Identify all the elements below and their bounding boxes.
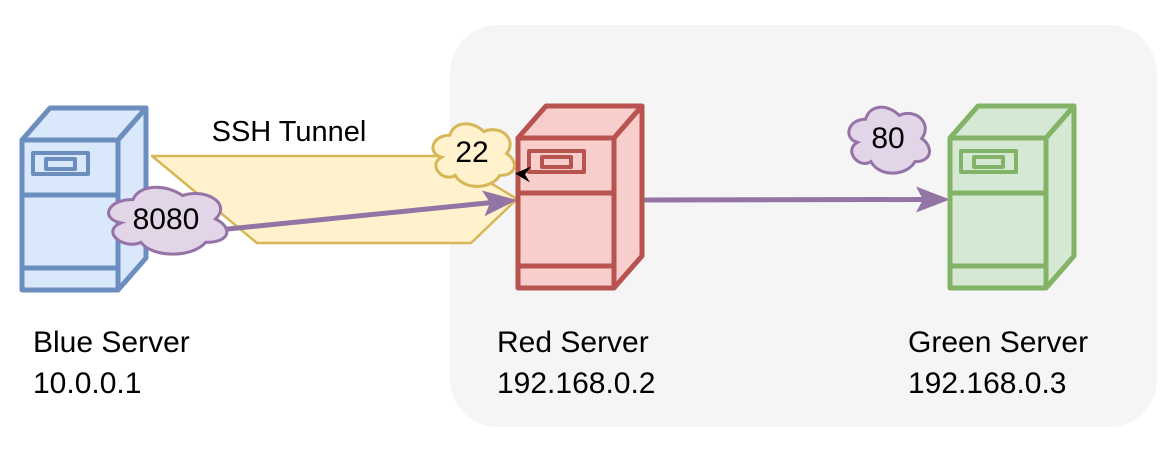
port-22-label: 22 bbox=[455, 136, 489, 169]
blue-server-name: Blue Server bbox=[33, 326, 190, 359]
green-server-ip: 192.168.0.3 bbox=[908, 367, 1067, 400]
red-server-ip: 192.168.0.2 bbox=[497, 367, 656, 400]
green-server-side-face bbox=[1043, 103, 1077, 291]
ssh-tunnel-label: SSH Tunnel bbox=[211, 116, 367, 148]
port-8080-cloud bbox=[107, 185, 229, 256]
red-server-name: Red Server bbox=[497, 326, 649, 359]
red-server-side-face bbox=[611, 103, 645, 291]
green-server-name: Green Server bbox=[908, 326, 1089, 359]
port-8080-label: 8080 bbox=[132, 203, 200, 236]
blue-server-label: Blue Server 10.0.0.1 bbox=[33, 322, 190, 404]
green-server-node bbox=[947, 103, 1077, 291]
red-server-label: Red Server 192.168.0.2 bbox=[497, 322, 655, 404]
connection-red-to-green bbox=[641, 197, 926, 203]
green-server-label: Green Server 192.168.0.3 bbox=[908, 322, 1088, 404]
green-server-drive-slot bbox=[972, 155, 1005, 169]
red-server-drive-slot bbox=[540, 155, 573, 169]
blue-server-ip: 10.0.0.1 bbox=[33, 367, 142, 400]
arrowhead-into-red-server bbox=[481, 190, 517, 217]
port-80-label: 80 bbox=[871, 122, 905, 155]
arrowhead-into-green-server bbox=[916, 186, 950, 213]
red-server-node bbox=[515, 103, 645, 291]
port-22-cloud bbox=[431, 122, 516, 188]
blue-server-drive-slot bbox=[44, 157, 77, 171]
tunnel-endpoint-arrow-icon bbox=[515, 166, 531, 183]
port-80-cloud bbox=[847, 105, 931, 175]
